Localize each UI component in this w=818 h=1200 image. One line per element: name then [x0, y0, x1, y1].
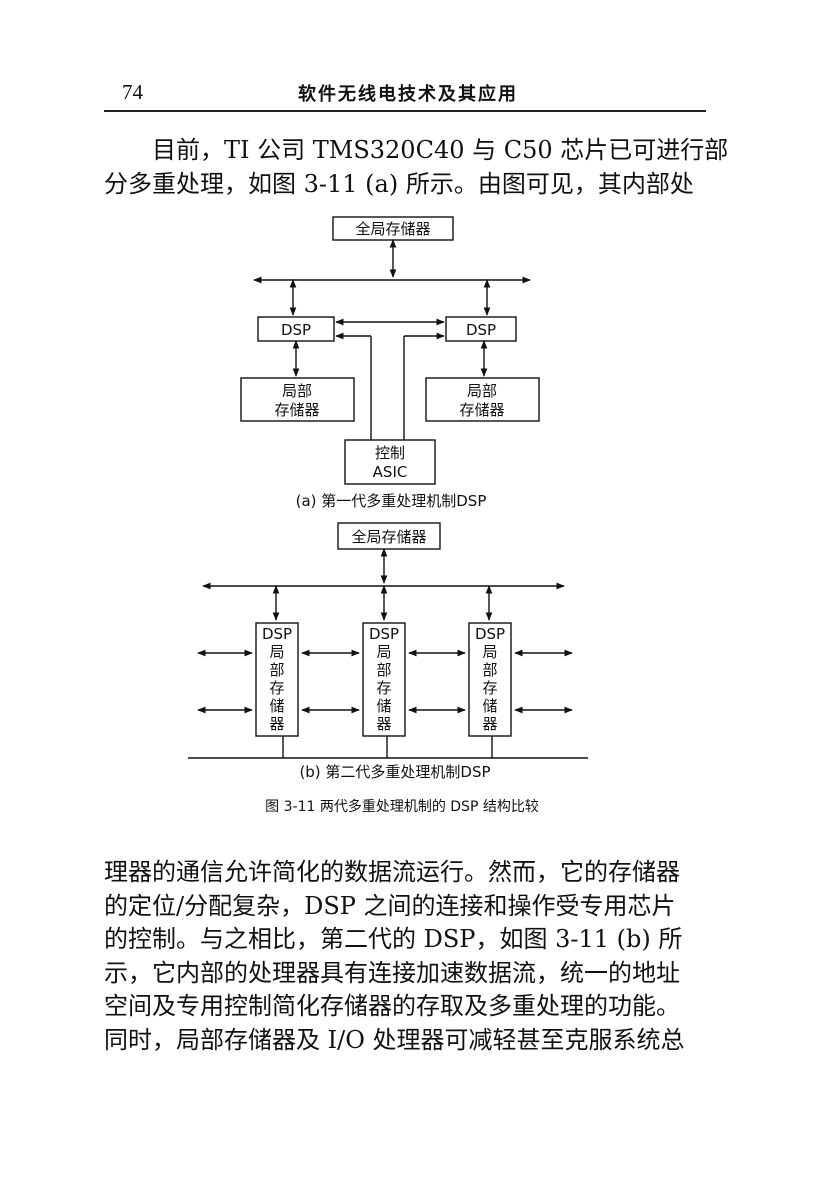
figure-caption: 图 3-11 两代多重处理机制的 DSP 结构比较: [265, 798, 539, 815]
global-memory-label-a: 全局存储器: [355, 220, 430, 238]
intro-paragraph: 目前，TI 公司 TMS320C40 与 C50 芯片已可进行部 分多重处理，如…: [104, 134, 729, 201]
dsp-label-a-right: DSP: [466, 321, 496, 339]
running-title: 软件无线电技术及其应用: [298, 84, 518, 105]
global-memory-box-b: [337, 522, 441, 550]
module-3-label-ju: 局: [482, 643, 497, 661]
body-paragraph: 理器的通信允许简化的数据流运行。然而，它的存储器 的定位/分配复杂，DSP 之间…: [104, 856, 710, 1057]
dsp-module-2: [362, 622, 406, 737]
module-2-label-ju: 局: [376, 643, 391, 661]
module-3-label-dsp: DSP: [475, 625, 505, 643]
text-line: 分多重处理，如图 3-11 (a) 所示。由图可见，其内部处: [104, 169, 694, 198]
control-label-1: 控制: [375, 444, 405, 462]
module-2-label-cun: 存: [376, 679, 391, 697]
local-memory-label-a-right-1: 局部: [467, 382, 497, 400]
local-memory-label-a-left-1: 局部: [282, 382, 312, 400]
local-memory-label-a-left-2: 存储器: [274, 401, 319, 419]
text-line: 的定位/分配复杂，DSP 之间的连接和操作受专用芯片: [104, 891, 676, 920]
local-memory-box-a-right: [425, 377, 540, 422]
module-2-label-dsp: DSP: [369, 625, 399, 643]
module-1-label-dsp: DSP: [262, 625, 292, 643]
control-asic-box: [344, 439, 436, 485]
global-memory-label-b: 全局存储器: [351, 528, 426, 546]
text-line: 的控制。与之相比，第二代的 DSP，如图 3-11 (b) 所: [104, 925, 683, 953]
module-1-label-cun: 存: [269, 679, 284, 697]
dsp-module-1: [255, 622, 299, 737]
module-2-label-qi: 器: [376, 715, 391, 733]
text-line: 同时，局部存储器及 I/O 处理器可减轻甚至克服系统总: [104, 1025, 685, 1054]
caption-a: (a) 第一代多重处理机制DSP: [296, 492, 487, 510]
text-line: 空间及专用控制简化存储器的存取及多重处理的功能。: [104, 992, 680, 1020]
module-1-label-qi: 器: [269, 715, 284, 733]
control-label-2: ASIC: [373, 463, 408, 481]
text-line: 目前，TI 公司 TMS320C40 与 C50 芯片已可进行部: [152, 136, 729, 164]
module-2-label-chu: 储: [376, 697, 391, 715]
module-3-label-qi: 器: [482, 715, 497, 733]
local-memory-label-a-right-2: 存储器: [459, 401, 504, 419]
module-3-label-chu: 储: [482, 697, 497, 715]
page-number: 74: [122, 80, 143, 104]
dsp-module-3: [468, 622, 512, 737]
module-3-label-bu: 部: [482, 661, 497, 679]
module-3-label-cun: 存: [482, 679, 497, 697]
module-1-label-ju: 局: [269, 643, 284, 661]
module-2-label-bu: 部: [376, 661, 391, 679]
module-1-label-chu: 储: [269, 697, 284, 715]
text-line: 示，它内部的处理器具有连接加速数据流，统一的地址: [104, 958, 680, 987]
text-line: 理器的通信允许简化的数据流运行。然而，它的存储器: [104, 858, 680, 886]
caption-b: (b) 第二代多重处理机制DSP: [299, 763, 490, 781]
dsp-label-a-left: DSP: [281, 321, 311, 339]
header-rule: [104, 110, 706, 112]
local-memory-box-a-left: [240, 377, 355, 422]
module-1-label-bu: 部: [269, 661, 284, 679]
